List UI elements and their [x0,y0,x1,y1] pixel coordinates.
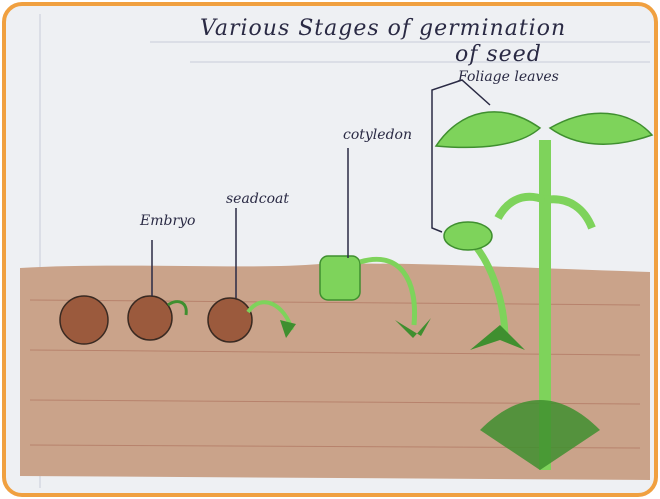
cotyledon-seed [320,256,360,300]
label-embryo: Embryo [140,214,196,228]
mid-plant-leaf [444,222,492,250]
title-line-1: Various Stages of germination [200,18,566,40]
seed-1 [60,296,108,344]
label-foliage-leaves: Foliage leaves [458,70,559,84]
seed-2 [128,296,172,340]
seed-3 [208,298,252,342]
title-line-2: of seed [455,44,542,66]
label-seedcoat: seadcoat [226,192,289,206]
label-cotyledon: cotyledon [343,128,412,142]
